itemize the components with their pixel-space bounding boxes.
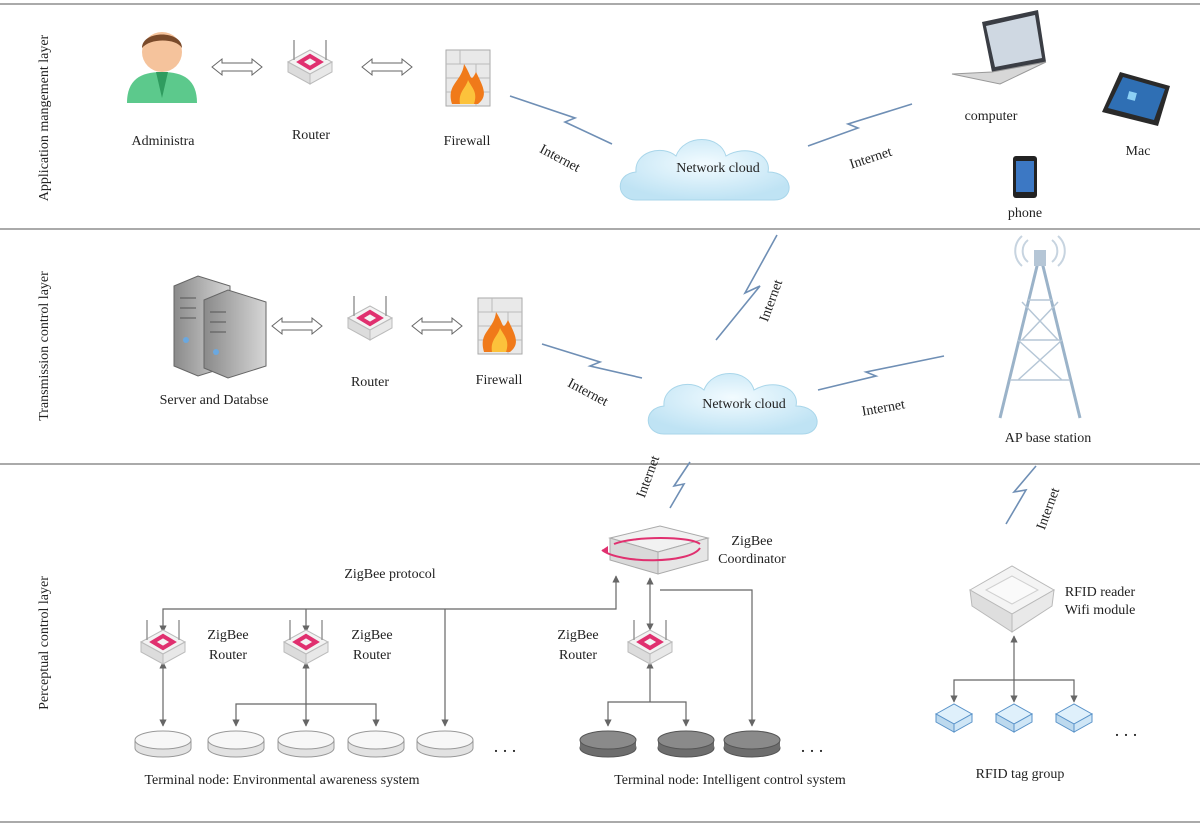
ellipsis: . . . xyxy=(494,736,517,756)
rfid-reader-label-line1: RFID reader xyxy=(1065,585,1136,600)
network-cloud-label: Network cloud xyxy=(702,397,786,412)
terminal-node-icon xyxy=(723,730,781,758)
computer-label: computer xyxy=(965,109,1018,124)
internet-link xyxy=(1005,465,1037,525)
internet-link xyxy=(817,355,945,391)
terminal-node-icon xyxy=(347,730,405,758)
coordinator-label-line2: Coordinator xyxy=(718,552,786,567)
terminal-node-icon xyxy=(579,730,637,758)
internet-link xyxy=(807,103,913,147)
mac-label: Mac xyxy=(1126,144,1151,159)
router-label: Router xyxy=(351,375,389,390)
firewall-icon xyxy=(445,49,491,107)
zigbee-router-label-line2: Router xyxy=(353,648,391,663)
router-icon xyxy=(286,38,334,86)
double-arrow-icon xyxy=(211,57,263,77)
double-arrow-icon xyxy=(361,57,413,77)
internet-link xyxy=(509,95,613,145)
internet-label: Internet xyxy=(757,278,786,324)
rfid-tag-icon xyxy=(995,703,1033,733)
terminal-node-icon xyxy=(134,730,192,758)
internet-label: Internet xyxy=(1034,486,1063,532)
transmission-layer-label: Transmission control layer xyxy=(37,271,52,421)
terminal-node-icon xyxy=(416,730,474,758)
administrator-label: Administra xyxy=(132,134,196,149)
ap-tower-icon xyxy=(998,235,1082,419)
internet-label: Internet xyxy=(861,397,907,419)
firewall-icon xyxy=(477,297,523,355)
administrator-icon xyxy=(127,32,197,103)
internet-link xyxy=(715,234,778,341)
phone-icon xyxy=(1013,156,1037,198)
zigbee-router-label-line2: Router xyxy=(209,648,247,663)
terminal-intel-label: Terminal node: Intelligent control syste… xyxy=(614,773,846,788)
ap-base-station-label: AP base station xyxy=(1005,431,1092,446)
firewall-label: Firewall xyxy=(444,134,491,149)
double-arrow-icon xyxy=(411,316,463,336)
network-cloud-label: Network cloud xyxy=(676,161,760,176)
perceptual-layer-label: Perceptual control layer xyxy=(37,576,52,710)
application-layer-label: Application mangement layer xyxy=(37,34,52,201)
zigbee-protocol-label: ZigBee protocol xyxy=(344,567,435,582)
internet-label: Internet xyxy=(634,454,663,500)
ellipsis: . . . xyxy=(1115,720,1138,740)
internet-label: Internet xyxy=(565,376,611,410)
internet-label: Internet xyxy=(537,142,583,176)
rfid-reader-icon xyxy=(968,565,1056,633)
internet-link xyxy=(541,343,643,379)
zigbee-router-label-line1: ZigBee xyxy=(557,628,598,643)
terminal-node-icon xyxy=(277,730,335,758)
zigbee-router-label-line1: ZigBee xyxy=(207,628,248,643)
laptop-icon xyxy=(951,10,1047,85)
terminal-env-label: Terminal node: Environmental awareness s… xyxy=(144,773,419,788)
zigbee-network-lines xyxy=(159,575,1078,727)
zigbee-coordinator-icon xyxy=(601,525,710,575)
router-icon xyxy=(346,294,394,342)
internet-link xyxy=(669,461,691,509)
rfid-tag-group-label: RFID tag group xyxy=(976,767,1065,782)
zigbee-router-label-line1: ZigBee xyxy=(351,628,392,643)
rfid-tag-icon xyxy=(1055,703,1093,733)
coordinator-label-line1: ZigBee xyxy=(731,534,772,549)
phone-label: phone xyxy=(1008,206,1042,221)
server-database-label: Server and Databse xyxy=(160,393,269,408)
terminal-node-icon xyxy=(207,730,265,758)
router-label: Router xyxy=(292,128,330,143)
internet-label: Internet xyxy=(848,145,894,173)
rfid-reader-label-line2: Wifi module xyxy=(1065,603,1136,618)
rfid-tag-icon xyxy=(935,703,973,733)
firewall-label: Firewall xyxy=(476,373,523,388)
double-arrow-icon xyxy=(271,316,323,336)
terminal-node-icon xyxy=(657,730,715,758)
zigbee-router-label-line2: Router xyxy=(559,648,597,663)
tablet-icon xyxy=(1102,72,1170,126)
server-database-icon xyxy=(173,275,267,379)
ellipsis: . . . xyxy=(801,736,824,756)
